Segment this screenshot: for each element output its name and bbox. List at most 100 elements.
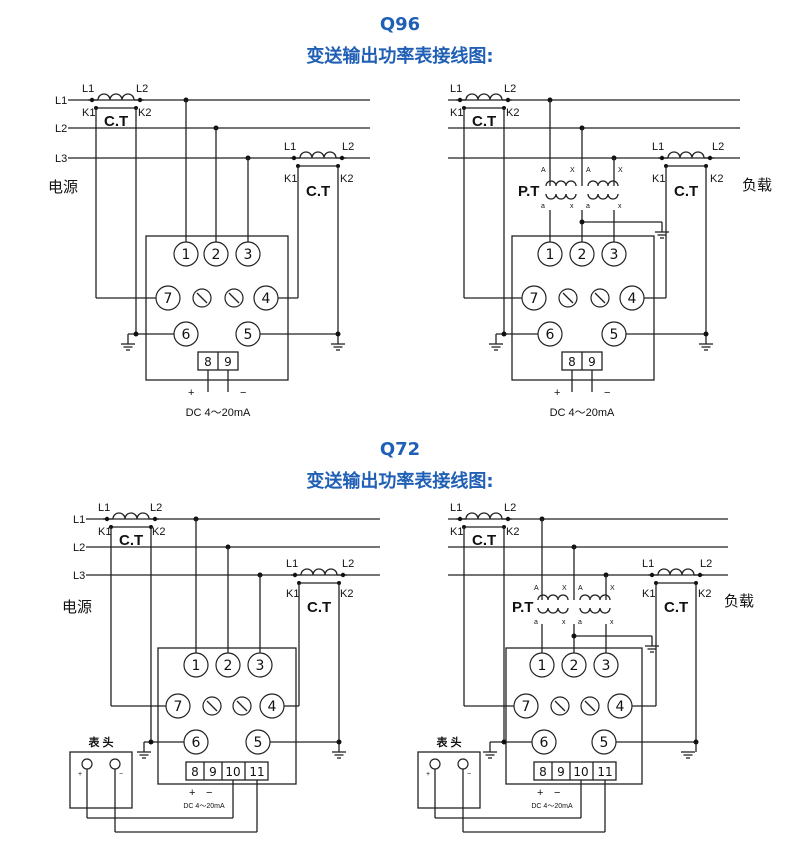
meter-plus-terminal [81,758,93,770]
q72-section: Q72 变送输出功率表接线图: L1 L2 L3 电源 L1 L2 K1 K2 … [62,439,754,833]
ct-l1-label: L1 [450,83,462,95]
line-l1-label: L1 [73,514,85,526]
pt-a-label: A [578,585,583,592]
dc-output-label: DC 4～20mA [183,803,225,810]
svg-text:9: 9 [588,355,596,369]
pt-x-label: X [618,167,623,174]
svg-text:6: 6 [540,735,549,751]
terminal-2: 2 [569,241,595,267]
ct-l1-label: L1 [450,502,462,514]
svg-text:2: 2 [212,247,221,263]
svg-text:2: 2 [578,247,587,263]
terminal-5: 5 [601,321,627,347]
screw-icon [224,288,244,308]
meter-head-label: 表 头 [435,735,461,749]
pt-x-small-label: x [618,203,622,210]
meter-box [157,647,297,785]
q72-right-diagram: L1 L2 K1 K2 C.T L1 L2 K1 K2 C.T 负载 P.T A… [417,502,754,833]
screw-icon [202,696,222,716]
power-source-label: 电源 [62,598,92,616]
svg-text:8: 8 [568,355,576,369]
terminal-4: 4 [607,693,633,719]
pt-x-label: X [570,167,575,174]
meter-head [417,751,481,809]
ct-l2-label: L2 [136,83,148,95]
minus-label: − [604,387,610,399]
ct-k1-label: K1 [450,526,463,538]
pt-a-small-label: a [586,203,590,210]
q96-model-title: Q96 [380,14,420,35]
ct-l2-label: L2 [712,141,724,153]
ct-l1-label: L1 [652,141,664,153]
svg-text:7: 7 [174,699,183,715]
ct-l2-label: L2 [504,83,516,95]
q96-left-diagram: L1 L2 L3 电源 L1 L2 K1 K2 C.T L1 L2 K1 K2 … [48,83,370,419]
meter-box [511,235,655,381]
minus-label: − [240,387,246,399]
ground-icon [488,343,504,351]
terminal-1: 1 [173,241,199,267]
svg-text:5: 5 [244,327,253,343]
pt-label: P.T [512,599,533,616]
pt-a-small-label: a [541,203,545,210]
ct-label: C.T [674,183,698,200]
plus-label: + [426,771,430,778]
load-label: 负载 [724,592,754,610]
ct-l2-label: L2 [342,141,354,153]
screw-icon [558,288,578,308]
line-l3-label: L3 [73,570,85,582]
terminal-7: 7 [513,693,539,719]
terminal-5: 5 [235,321,261,347]
svg-text:7: 7 [522,699,531,715]
svg-text:1: 1 [182,247,191,263]
plus-label: + [189,787,195,799]
meter-box [145,235,289,381]
svg-text:1: 1 [546,247,555,263]
line-l2-label: L2 [73,542,85,554]
ct-k2-label: K2 [710,173,723,185]
screw-icon [192,288,212,308]
meter-box [505,647,643,785]
terminal-2: 2 [561,652,587,678]
output-terminal-block: 8 9 10 11 [533,761,617,781]
ct-k1-label: K1 [450,107,463,119]
svg-text:9: 9 [224,355,232,369]
ct-k2-label: K2 [340,588,353,600]
screw-icon [232,696,252,716]
ct-k1-label: K1 [642,588,655,600]
minus-label: − [119,771,123,778]
svg-text:8: 8 [191,765,199,779]
terminal-4: 4 [619,285,645,311]
ct-l1-label: L1 [642,558,654,570]
minus-label: − [467,771,471,778]
terminal-4: 4 [253,285,279,311]
ground-icon [136,751,152,759]
ct-l1-label: L1 [286,558,298,570]
pt-a-label: A [586,167,591,174]
svg-text:6: 6 [546,327,555,343]
q72-left-diagram: L1 L2 L3 电源 L1 L2 K1 K2 C.T L1 L2 K1 K2 … [62,502,380,833]
ground-icon [654,231,670,239]
terminal-3: 3 [247,652,273,678]
q96-diagram-title: 变送输出功率表接线图: [306,45,493,67]
ct-label: C.T [472,113,496,130]
line-l3-label: L3 [55,153,67,165]
plus-label: + [188,387,194,399]
terminal-3: 3 [601,241,627,267]
terminal-1: 1 [183,652,209,678]
svg-text:3: 3 [256,658,265,674]
dc-output-label: DC 4～20mA [550,407,615,419]
line-l2-label: L2 [55,123,67,135]
output-terminal-block: 8 9 [561,351,603,371]
ct-l2-label: L2 [504,502,516,514]
dc-output-label: DC 4～20mA [531,803,573,810]
terminal-1: 1 [537,241,563,267]
pt-x-small-label: x [570,203,574,210]
plus-label: + [554,387,560,399]
ct-symbol [289,151,347,175]
ct-l1-label: L1 [82,83,94,95]
terminal-6: 6 [173,321,199,347]
ct-k2-label: K2 [506,107,519,119]
ct-k2-label: K2 [152,526,165,538]
